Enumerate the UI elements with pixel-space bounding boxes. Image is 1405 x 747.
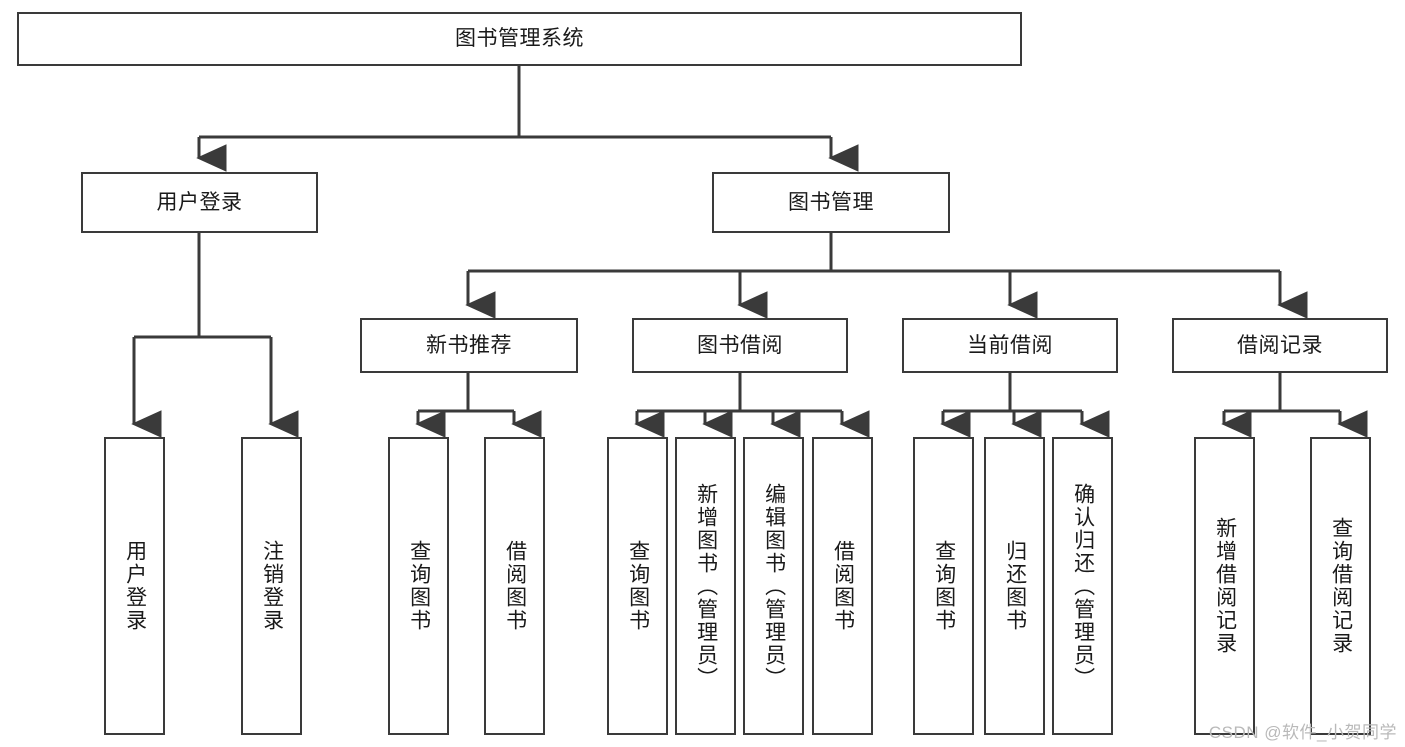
node-label: 新增图书（管理员）	[694, 482, 718, 690]
node-label: 查询图书	[407, 540, 431, 632]
node-current-borrow[interactable]: 当前借阅	[902, 318, 1118, 373]
leaf-user-login[interactable]: 用户登录	[104, 437, 165, 735]
node-root-system[interactable]: 图书管理系统	[17, 12, 1022, 66]
leaf-borrow-book[interactable]: 借阅图书	[812, 437, 873, 735]
leaf-query-book-borrow[interactable]: 查询图书	[607, 437, 668, 735]
node-label: 注销登录	[260, 540, 284, 632]
leaf-query-book-recommend[interactable]: 查询图书	[388, 437, 449, 735]
node-label: 借阅图书	[503, 540, 527, 632]
leaf-return-book[interactable]: 归还图书	[984, 437, 1045, 735]
node-label: 用户登录	[156, 190, 243, 214]
leaf-borrow-book-recommend[interactable]: 借阅图书	[484, 437, 545, 735]
node-borrow-record[interactable]: 借阅记录	[1172, 318, 1388, 373]
node-label: 图书借阅	[697, 333, 783, 357]
node-label: 图书管理	[788, 190, 874, 214]
node-label: 查询借阅记录	[1329, 517, 1353, 655]
node-label: 图书管理系统	[455, 27, 584, 51]
node-user-login[interactable]: 用户登录	[81, 172, 318, 233]
node-new-book-recommend[interactable]: 新书推荐	[360, 318, 578, 373]
node-label: 当前借阅	[967, 333, 1053, 357]
node-book-borrow[interactable]: 图书借阅	[632, 318, 848, 373]
node-label: 新书推荐	[426, 333, 512, 357]
node-label: 编辑图书（管理员）	[762, 482, 786, 690]
leaf-add-book-admin[interactable]: 新增图书（管理员）	[675, 437, 736, 735]
node-label: 查询图书	[626, 540, 650, 632]
node-label: 查询图书	[932, 540, 956, 632]
leaf-query-book-current[interactable]: 查询图书	[913, 437, 974, 735]
node-book-management[interactable]: 图书管理	[712, 172, 950, 233]
node-label: 新增借阅记录	[1213, 517, 1237, 655]
watermark-text: CSDN @软件_小贺同学	[1208, 723, 1397, 742]
node-label: 归还图书	[1003, 540, 1027, 632]
leaf-confirm-return-admin[interactable]: 确认归还（管理员）	[1052, 437, 1113, 735]
leaf-query-borrow-record[interactable]: 查询借阅记录	[1310, 437, 1371, 735]
node-label: 用户登录	[123, 540, 147, 632]
node-label: 借阅图书	[831, 540, 855, 632]
leaf-logout[interactable]: 注销登录	[241, 437, 302, 735]
node-label: 借阅记录	[1237, 333, 1323, 357]
leaf-add-borrow-record[interactable]: 新增借阅记录	[1194, 437, 1255, 735]
leaf-edit-book-admin[interactable]: 编辑图书（管理员）	[743, 437, 804, 735]
node-label: 确认归还（管理员）	[1071, 482, 1095, 690]
